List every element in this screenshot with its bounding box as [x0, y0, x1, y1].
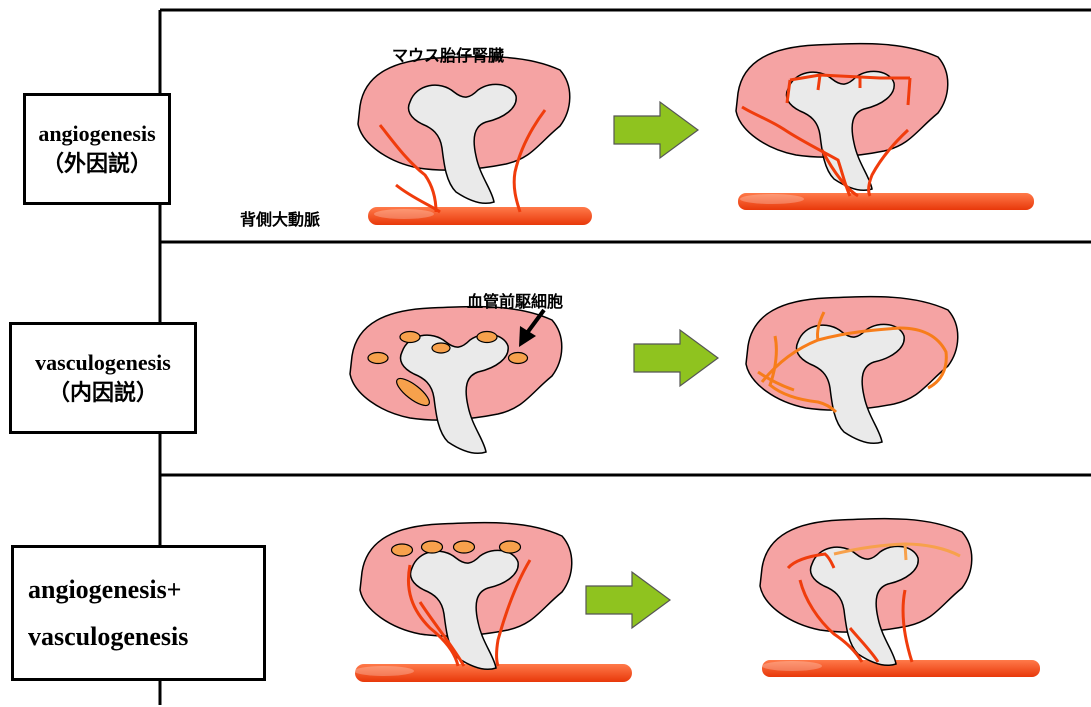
row1-before [358, 57, 592, 225]
row2-label-line1: vasculogenesis [35, 348, 171, 378]
row3-after [760, 519, 1040, 677]
kidney-annotation: マウス胎仔腎臓 [392, 42, 504, 66]
row1-after [736, 44, 1034, 210]
aorta-annotation: 背側大動脈 [240, 206, 320, 230]
row1-label-line2: （外因説） [42, 149, 152, 179]
precursor-annotation: 血管前駆細胞 [467, 288, 563, 312]
row3-label-line1: angiogenesis+ [28, 572, 182, 607]
row3-label-box: angiogenesis+ vasculogenesis [11, 545, 266, 681]
row2-label-box: vasculogenesis （内因説） [9, 322, 197, 434]
row3-label-line2: vasculogenesis [28, 619, 188, 654]
row1-label-box: angiogenesis （外因説） [23, 93, 171, 205]
row2-after [746, 297, 958, 444]
row2-label-line2: （内因説） [48, 378, 158, 408]
row3-arrow [586, 572, 670, 628]
row1-arrow [614, 102, 698, 158]
row1-label-line1: angiogenesis [38, 119, 155, 149]
row2-arrow [634, 330, 718, 386]
